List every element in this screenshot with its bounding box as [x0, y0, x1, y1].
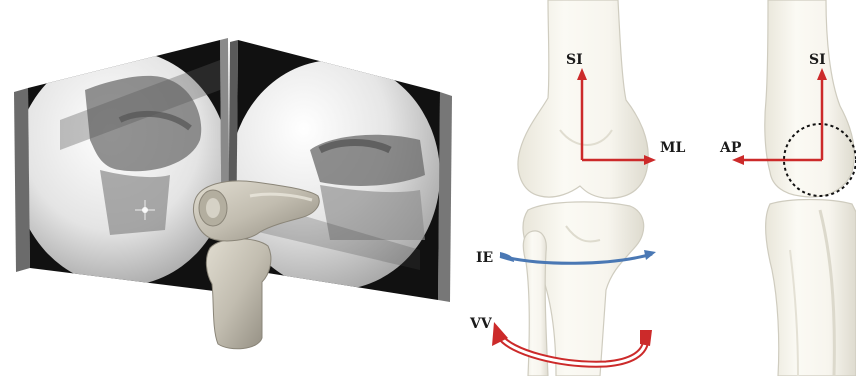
lateral-knee-view: SI AP	[719, 0, 856, 376]
right-screen-edge-right	[438, 92, 452, 302]
si-label-anterior: SI	[566, 52, 583, 68]
fluoroscopy-setup	[14, 38, 452, 349]
left-screen-edge	[14, 88, 30, 272]
ml-label: ML	[660, 140, 685, 156]
anterior-knee-view: SI ML IE VV	[469, 0, 685, 376]
vv-label: VV	[469, 316, 493, 332]
si-label-lateral: SI	[809, 52, 826, 68]
ie-label: IE	[476, 250, 493, 266]
tibia-lateral	[766, 200, 856, 376]
femur-lateral	[765, 0, 855, 197]
ap-label: AP	[719, 140, 742, 156]
